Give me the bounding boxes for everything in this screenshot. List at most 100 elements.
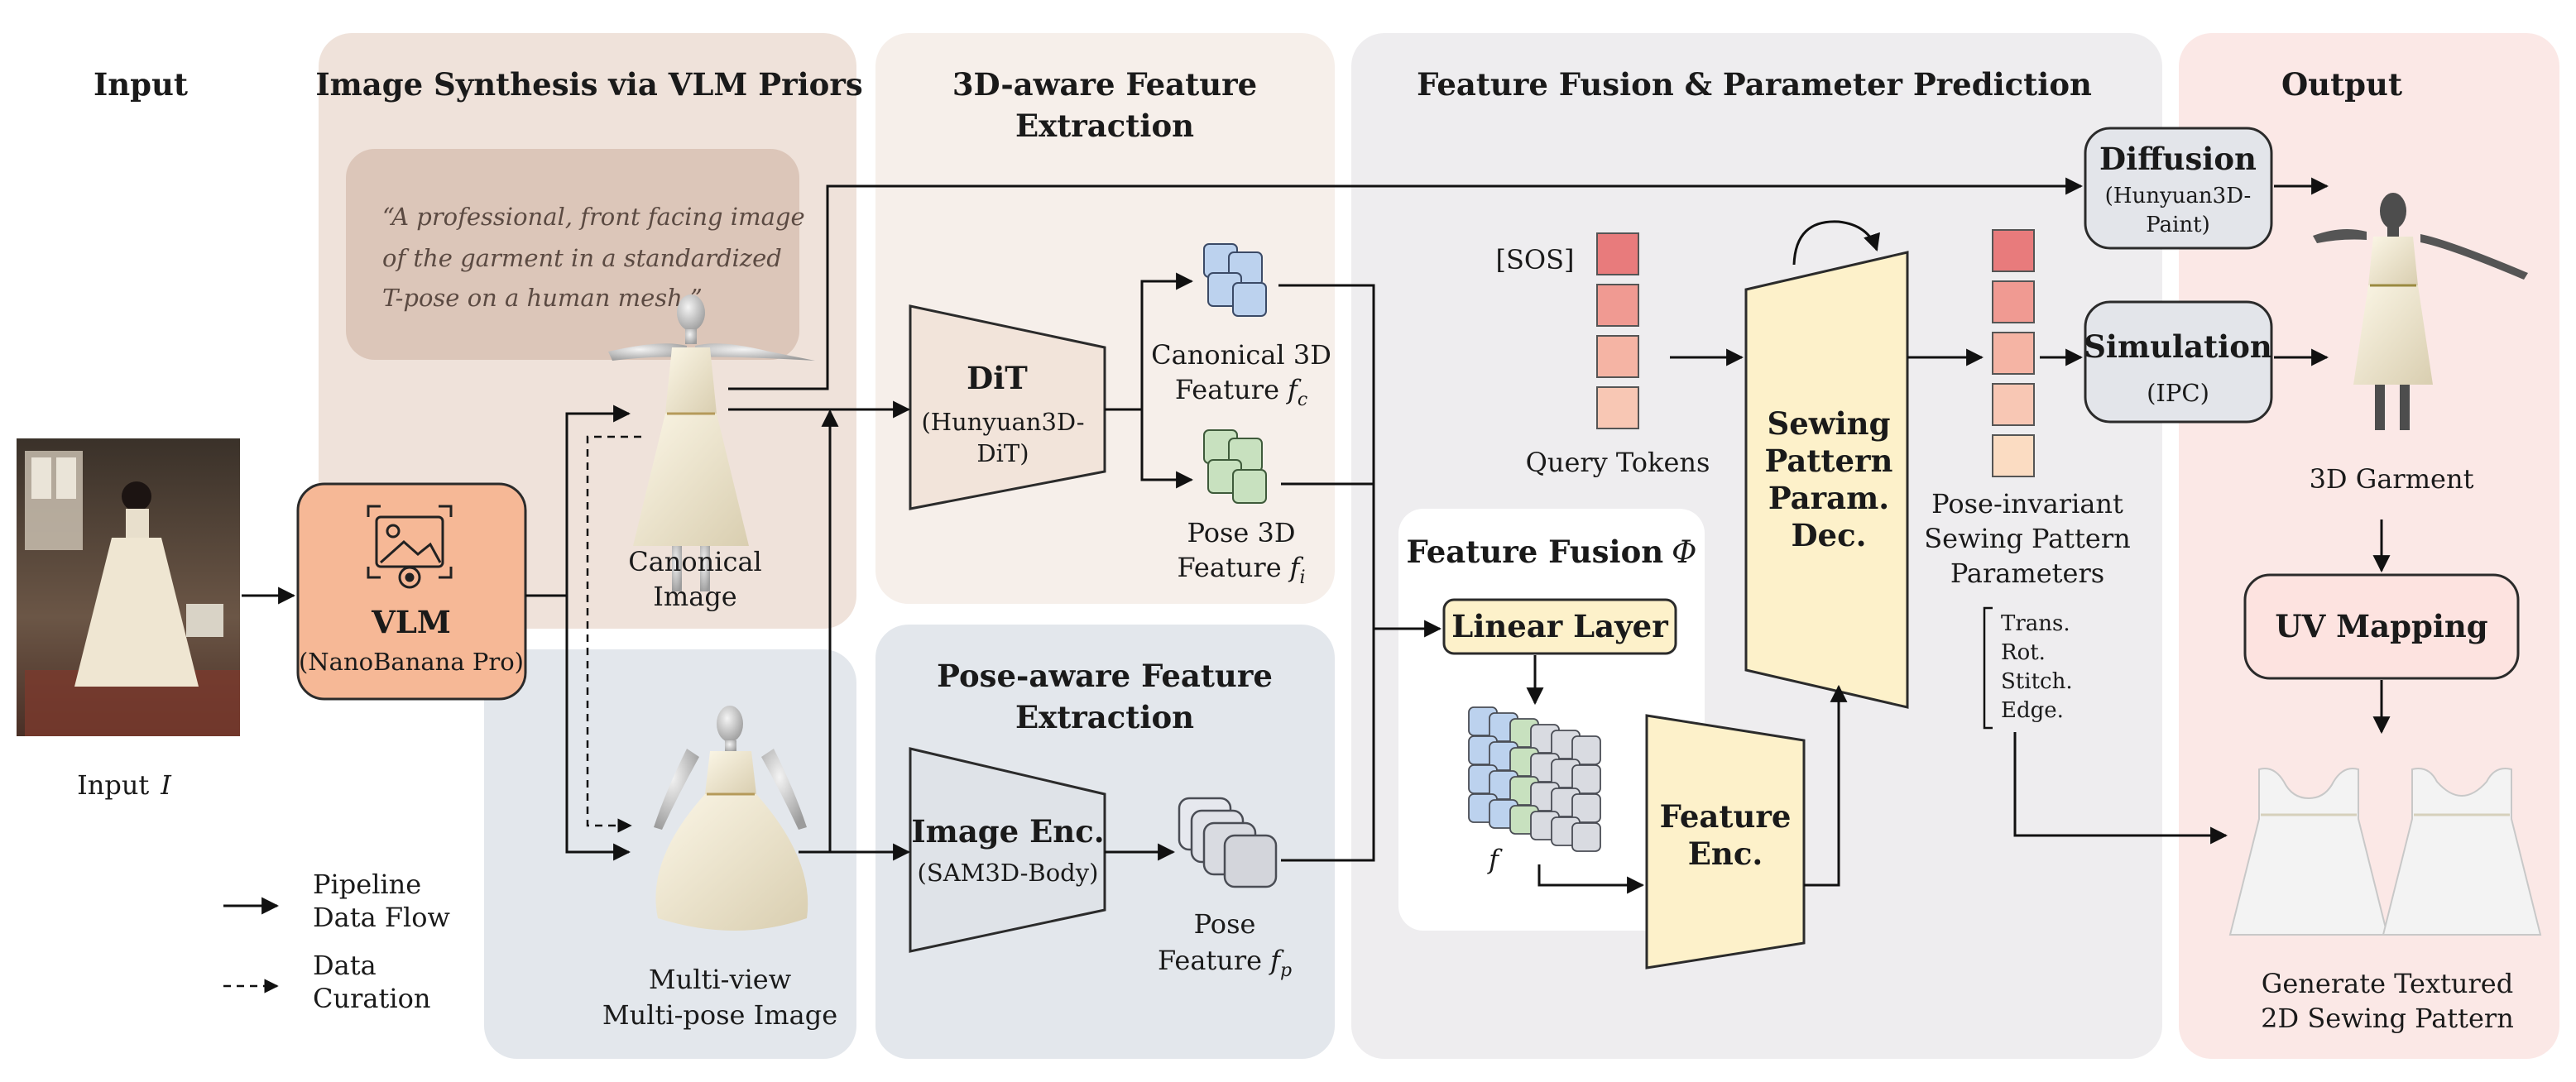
pose-feature-line1: Pose (1194, 908, 1256, 940)
pattern-piece-back (2382, 768, 2542, 936)
canonical-image-line2: Image (653, 581, 736, 612)
arrow-feature-enc-to-decoder (1804, 684, 1848, 887)
vlm-icon (367, 505, 453, 589)
arrow-params-to-pattern (2013, 732, 2228, 845)
heading-feature3d-line1: 3D-aware Feature (952, 66, 1257, 103)
diffusion-sub2: Paint) (2146, 213, 2209, 237)
vlm-subtitle: (NanoBanana Pro) (299, 648, 524, 676)
pose3d-feature-icon (1203, 429, 1267, 504)
canonical-feature-line1: Canonical 3D (1151, 339, 1331, 371)
sewing-pattern-pieces (2228, 768, 2542, 936)
diffusion-title: Diffusion (2099, 141, 2257, 177)
textured-pattern-line2: 2D Sewing Pattern (2261, 1003, 2514, 1034)
heading-output: Output (2281, 66, 2402, 103)
linear-layer-block (1442, 598, 1677, 655)
garment-3d-mannequin (2313, 193, 2528, 430)
feature-enc-line1: Feature (1660, 798, 1792, 835)
param-stitch: Stitch. (2001, 669, 2073, 694)
parameter-token (1992, 280, 2035, 323)
sos-label: [SOS] (1495, 244, 1574, 275)
decoder-line1: Sewing (1768, 405, 1891, 442)
query-tokens-label: Query Tokens (1526, 447, 1710, 478)
legend-pipeline-line1: Pipeline (313, 869, 421, 900)
pose3d-feature-line1: Pose 3D (1187, 517, 1295, 548)
sewing-params-line1: Pose-invariant (1931, 488, 2123, 519)
input-photo (17, 438, 240, 736)
image-enc-block (909, 747, 1106, 953)
vlm-block (296, 482, 527, 701)
heading-fusion: Feature Fusion & Parameter Prediction (1417, 66, 2092, 103)
image-enc-subtitle: (SAM3D-Body) (918, 859, 1099, 887)
canonical-image-line1: Canonical (628, 546, 762, 577)
prompt-line-3: T-pose on a human mesh.” (382, 284, 703, 312)
pose-feature-icon (1178, 797, 1278, 888)
query-token (1596, 386, 1639, 429)
simulation-sub: (IPC) (2147, 379, 2209, 407)
arrow-features-collect (1278, 284, 1375, 862)
decoder-line3: Param. (1768, 480, 1889, 516)
multiview-image-line1: Multi-view (649, 964, 791, 995)
query-token (1596, 232, 1639, 275)
prompt-line-2: of the garment in a standardized (382, 244, 782, 272)
fused-feature-stack (1468, 706, 1601, 852)
parameter-token (1992, 434, 2035, 477)
dit-title: DiT (967, 360, 1028, 396)
dit-sub2: DiT) (976, 439, 1029, 467)
multiview-mannequin (654, 706, 808, 931)
arrow-vlm-split (525, 405, 631, 597)
heading-pose-aware-line1: Pose-aware Feature (937, 658, 1273, 694)
autoregressive-loop-icon (1792, 220, 1880, 266)
query-token (1596, 284, 1639, 327)
decoder-line2: Pattern (1765, 443, 1893, 479)
uv-mapping-block (2243, 573, 2520, 680)
prompt-line-1: “A professional, front facing image (382, 203, 805, 231)
query-token (1596, 335, 1639, 378)
simulation-title: Simulation (2084, 328, 2272, 365)
legend-curation-line1: Data (313, 950, 377, 981)
heading-pose-aware-line2: Extraction (1015, 699, 1194, 735)
dit-block (909, 304, 1106, 510)
dit-sub1: (Hunyuan3D- (921, 408, 1084, 436)
sewing-params-line3: Parameters (1950, 558, 2104, 589)
diffusion-sub1: (Hunyuan3D- (2105, 184, 2252, 208)
legend-pipeline-line2: Data Flow (313, 902, 450, 933)
heading-feature3d-line2: Extraction (1015, 108, 1194, 144)
arrow-canonical-to-diffusion (728, 177, 2084, 390)
param-rot: Rot. (2001, 640, 2046, 665)
uv-mapping-label: UV Mapping (2275, 608, 2487, 644)
multiview-image-line2: Multi-pose Image (602, 999, 837, 1031)
garment-3d-label: 3D Garment (2310, 463, 2474, 495)
feature-enc-block (1645, 714, 1806, 969)
param-trans: Trans. (2001, 611, 2070, 636)
param-edge: Edge. (2001, 698, 2064, 723)
parameter-token (1992, 332, 2035, 375)
arrow-dit-split (1105, 272, 1194, 411)
arrow-dit-to-pose3d (1140, 409, 1194, 489)
feature-enc-line2: Enc. (1688, 835, 1763, 872)
parameter-token (1992, 383, 2035, 426)
connectors (242, 177, 2391, 894)
query-tokens (1596, 232, 1639, 429)
diffusion-block (2084, 127, 2273, 250)
param-bracket (1983, 606, 1993, 730)
linear-layer-label: Linear Layer (1451, 608, 1668, 644)
textured-pattern-line1: Generate Textured (2262, 968, 2513, 999)
parameter-token (1992, 229, 2035, 272)
pattern-piece-front (2228, 768, 2389, 936)
vlm-title: VLM (371, 604, 451, 640)
arrow-dashed-curation (586, 435, 641, 833)
heading-input: Input (94, 66, 188, 103)
sewing-decoder-block (1744, 251, 1909, 709)
parameter-tokens (1992, 229, 2035, 477)
canonical-mannequin (608, 294, 815, 591)
heading-synthesis: Image Synthesis via VLM Priors (315, 66, 862, 103)
legend-curation-line2: Curation (313, 983, 430, 1014)
arrow-vlm-to-multiview (565, 596, 631, 861)
simulation-block (2084, 300, 2273, 424)
